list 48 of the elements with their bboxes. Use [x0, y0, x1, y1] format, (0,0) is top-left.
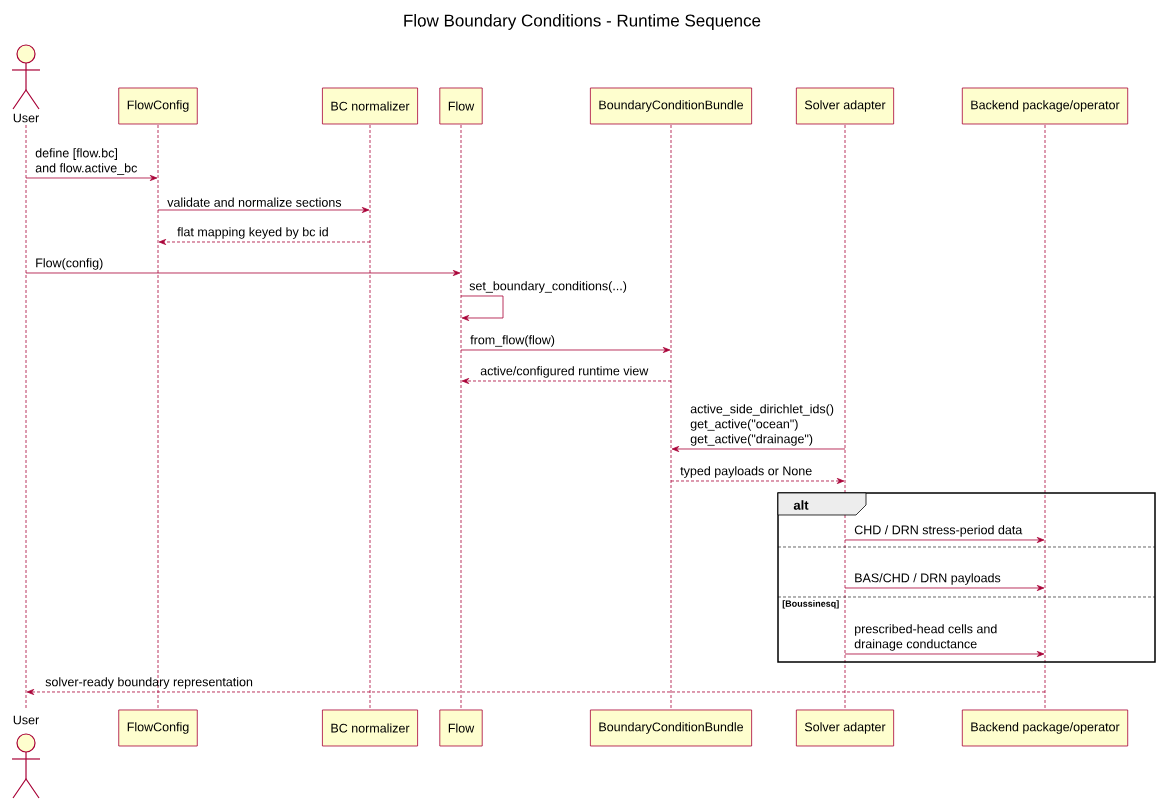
message-arrow — [844, 537, 1045, 543]
message-label: active/configured runtime view — [480, 366, 649, 378]
participant-box: Backend package/operator — [961, 87, 1129, 125]
message-label: CHD / DRN stress-period data — [854, 525, 1023, 537]
lifeline — [844, 124, 846, 711]
lifeline — [25, 124, 27, 711]
message-label: from_flow(flow) — [470, 335, 555, 347]
message-arrow — [461, 378, 672, 384]
message-label: Flow(config) — [36, 258, 103, 270]
message-label: set_boundary_conditions(...) — [469, 281, 627, 293]
participant-box: FlowConfig — [118, 87, 198, 125]
message-label: BAS/CHD / DRN payloads — [855, 573, 1001, 585]
participant-box: BC normalizer — [322, 709, 418, 747]
actor-label: User — [13, 715, 39, 725]
message-label: flat mapping keyed by bc id — [177, 227, 328, 239]
message-label: define [flow.bc] and flow.active_bc — [35, 148, 137, 175]
participant-box: BoundaryConditionBundle — [590, 87, 753, 125]
message-label: typed payloads or None — [680, 466, 812, 478]
message-arrow — [671, 446, 846, 452]
lifeline — [369, 124, 371, 711]
message-arrow — [157, 207, 370, 213]
participant-box: Backend package/operator — [961, 709, 1129, 747]
participant-box: Solver adapter — [795, 87, 895, 125]
lifeline — [670, 124, 672, 711]
message-arrow — [844, 585, 1045, 591]
participant-box: FlowConfig — [118, 709, 198, 747]
message-arrow — [25, 175, 158, 181]
message-arrow — [670, 478, 845, 484]
participant-box: Flow — [439, 709, 483, 747]
title: Flow Boundary Conditions - Runtime Sequence — [404, 14, 761, 30]
participant-box: BoundaryConditionBundle — [590, 709, 753, 747]
self-arrow — [460, 295, 504, 321]
message-arrow — [26, 689, 1046, 695]
participant-box: Flow — [439, 87, 483, 125]
message-arrow — [158, 239, 371, 245]
participant-box: Solver adapter — [795, 709, 895, 747]
lifeline — [1044, 124, 1046, 711]
message-arrow — [844, 651, 1045, 657]
message-label: active_side_dirichlet_ids() get_active("ocean") get_active("drainage") — [690, 404, 834, 446]
lifeline — [460, 124, 462, 711]
message-label: prescribed-head cells and drainage conductance — [854, 624, 997, 651]
message-label: validate and normalize sections — [167, 197, 342, 207]
message-arrow — [460, 347, 671, 353]
lifeline — [157, 124, 159, 711]
message-label: solver-ready boundary representation — [45, 677, 253, 689]
actor-label: User — [13, 113, 39, 123]
participant-box: BC normalizer — [322, 87, 418, 125]
message-arrow — [25, 270, 461, 276]
